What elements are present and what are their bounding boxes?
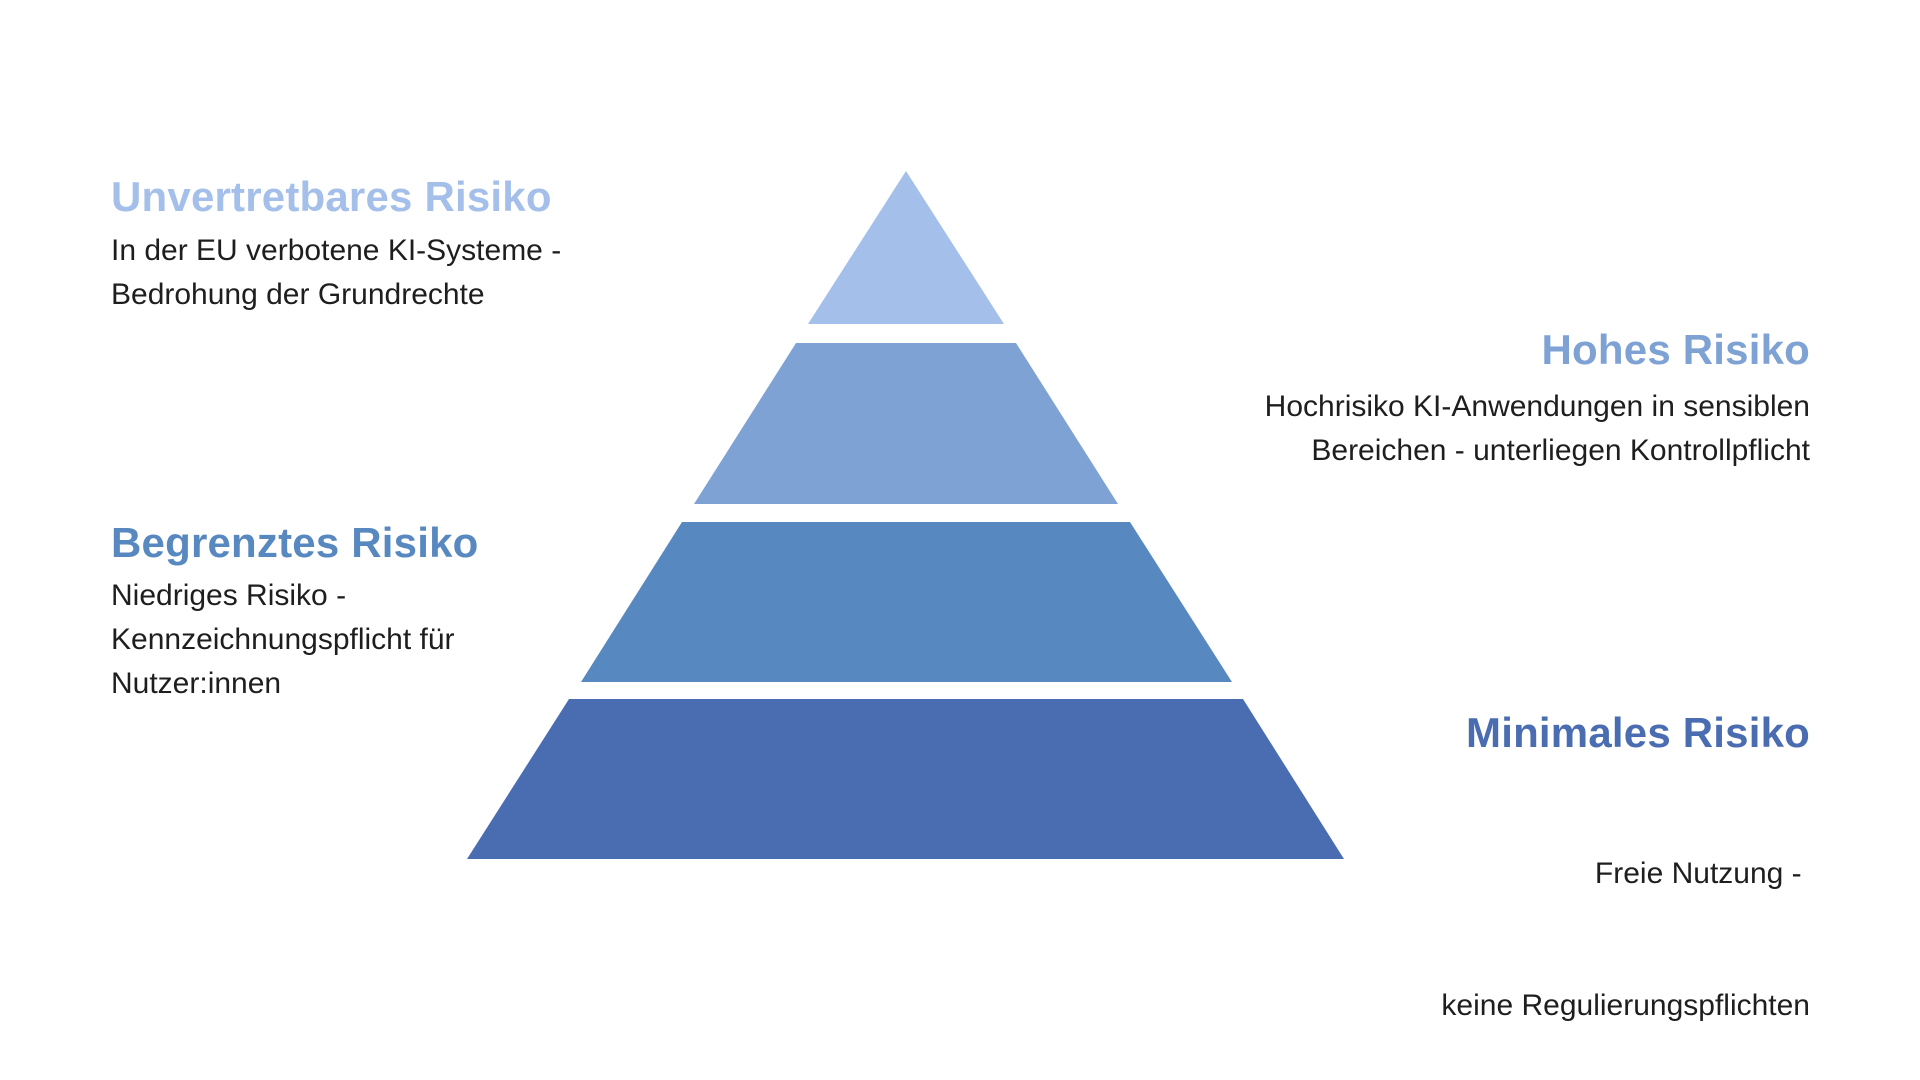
tier-title-limited: Begrenztes Risiko [111, 519, 479, 566]
tier-title-unacceptable: Unvertretbares Risiko [111, 173, 552, 220]
tier-description-unacceptable: In der EU verbotene KI-Systeme - Bedrohu… [111, 229, 561, 317]
description-line: Freie Nutzung - [1594, 857, 1810, 890]
description-line: Nutzer:innen [111, 667, 282, 700]
description-line: Kennzeichnungspflicht für [111, 623, 455, 656]
tier-description-minimal: Freie Nutzung - keine Regulierungspflich… [1441, 764, 1810, 1080]
pyramid-tier-limited [581, 522, 1232, 682]
pyramid-tier-high [694, 343, 1118, 504]
tier-title-high: Hohes Risiko [1541, 326, 1810, 373]
pyramid-tier-unacceptable [808, 171, 1004, 324]
description-line: keine Regulierungspflichten [1441, 989, 1810, 1022]
description-line: In der EU verbotene KI-Systeme - [111, 234, 562, 267]
description-line: Bedrohung der Grundrechte [111, 278, 485, 311]
description-line: Niedriges Risiko - [111, 579, 347, 612]
tier-description-limited: Niedriges Risiko - Kennzeichnungspflicht… [111, 574, 455, 706]
description-line: Hochrisiko KI-Anwendungen in sensiblen [1264, 390, 1810, 423]
pyramid-tier-minimal [467, 699, 1344, 859]
tier-description-high: Hochrisiko KI-Anwendungen in sensiblen B… [1265, 385, 1810, 473]
description-line: Bereichen - unterliegen Kontrollpflicht [1311, 434, 1810, 467]
tier-title-minimal: Minimales Risiko [1466, 709, 1810, 756]
